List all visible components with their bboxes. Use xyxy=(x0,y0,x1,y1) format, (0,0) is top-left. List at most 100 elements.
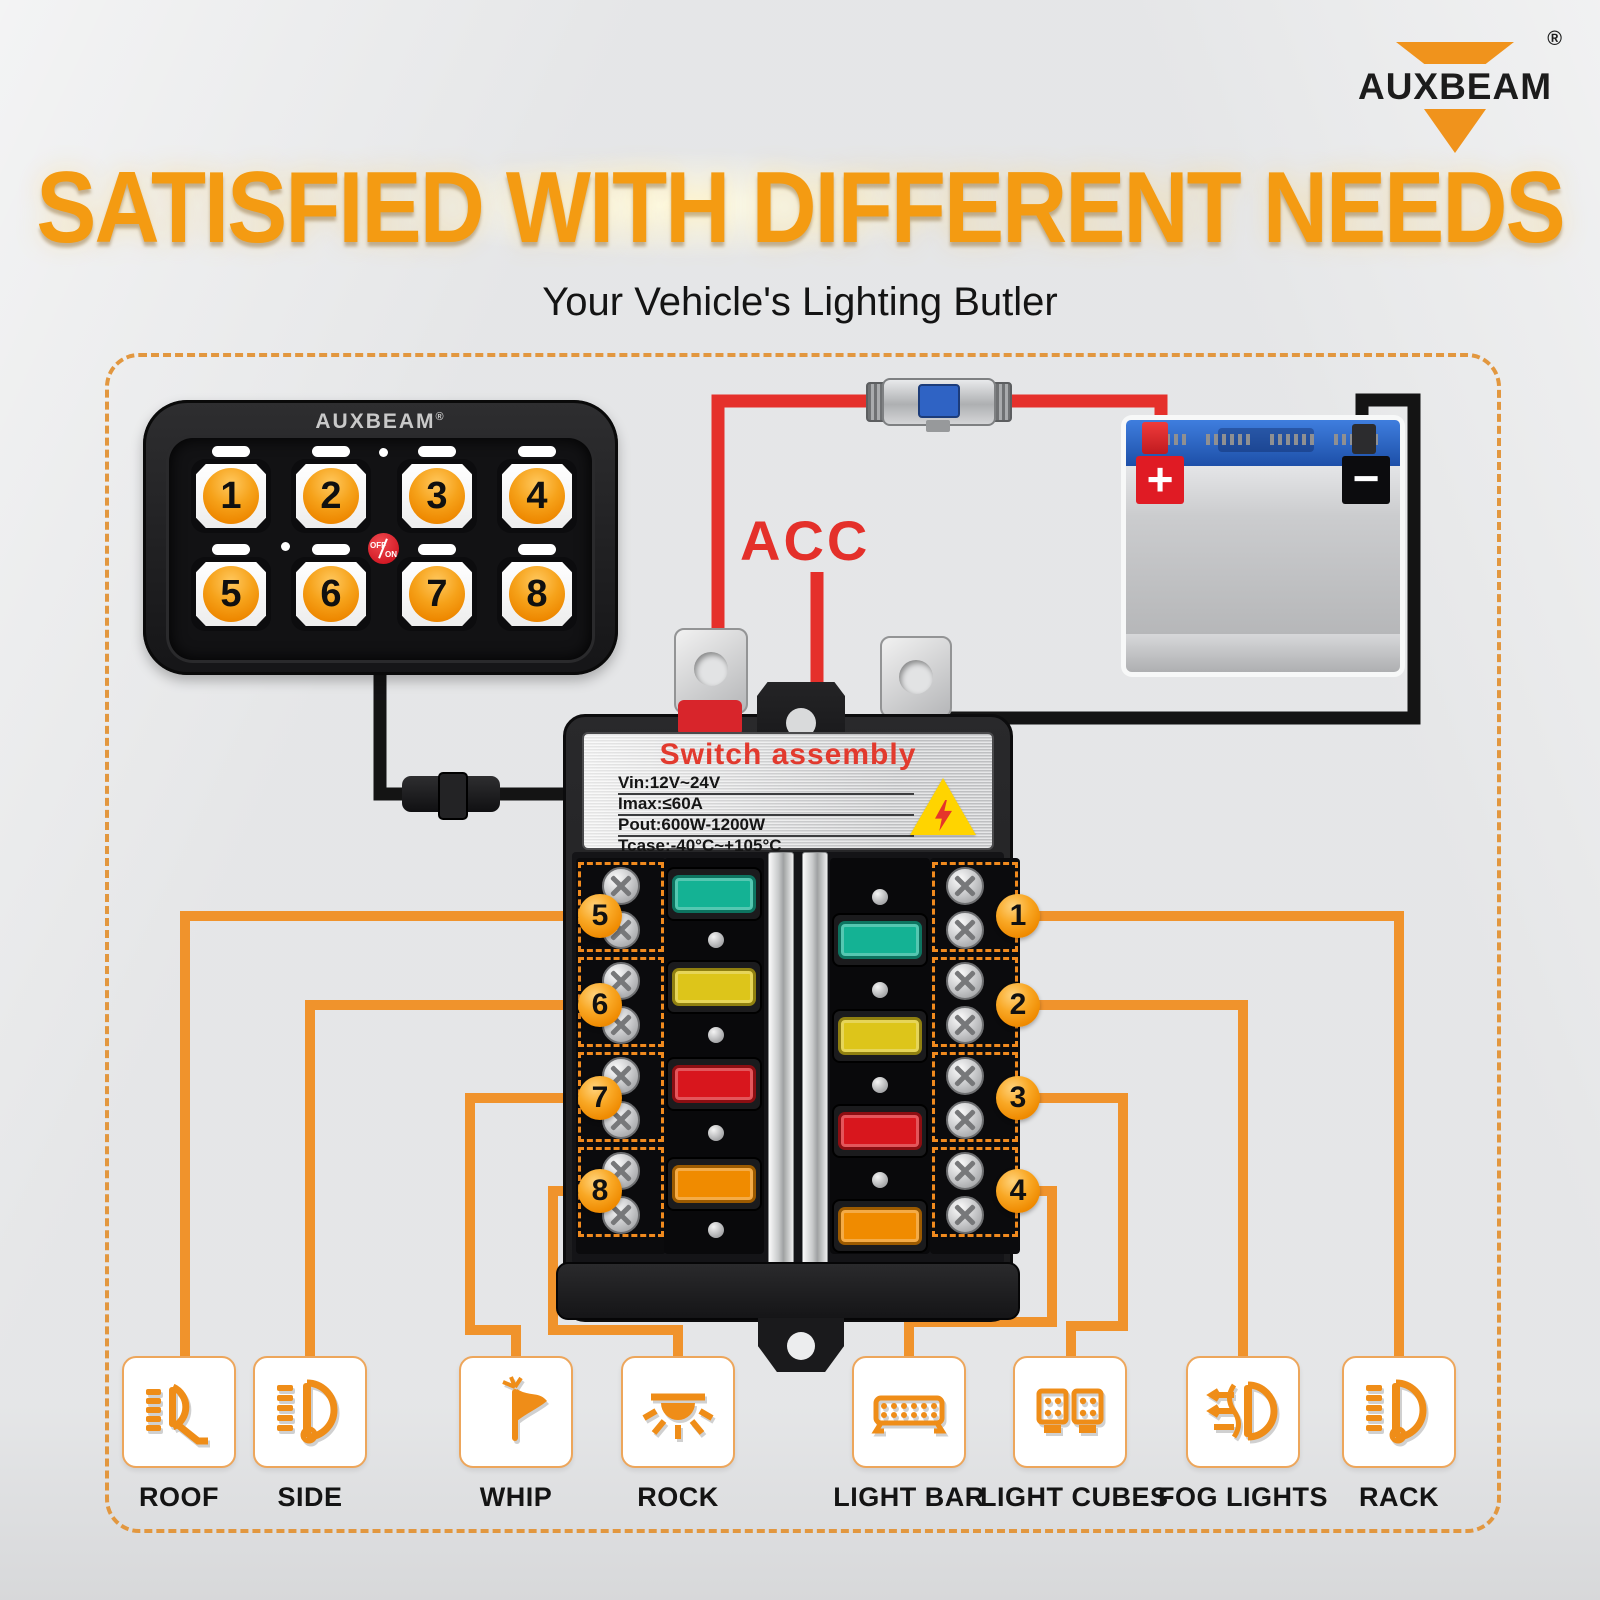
panel-button-face: 3 xyxy=(402,464,472,528)
fuse-yellow xyxy=(672,968,756,1006)
battery-positive-post xyxy=(1142,422,1168,454)
assembly-positive-lug xyxy=(674,628,748,714)
output-box-light-cubes xyxy=(1013,1356,1127,1468)
panel-indicator-2 xyxy=(312,446,350,457)
rivet-dot xyxy=(872,1077,888,1093)
battery-negative-post xyxy=(1352,424,1376,454)
fuse-slot xyxy=(832,913,928,967)
fuse-holder-fuse xyxy=(918,384,960,418)
panel-button-5: 5 xyxy=(191,557,271,631)
wire-channel-1-rack xyxy=(1018,911,1404,1356)
fuse-slot xyxy=(666,1057,762,1111)
assembly-specs: Vin:12V~24V Imax:≤60A Pout:600W-1200W Tc… xyxy=(618,774,914,858)
rivet-dot xyxy=(872,889,888,905)
fuse-yellow xyxy=(838,1017,922,1055)
side-light-icon xyxy=(277,1379,338,1444)
panel-button-face: 5 xyxy=(196,562,266,626)
fuse-slot xyxy=(666,1157,762,1211)
output-label-rack: RACK xyxy=(1359,1482,1439,1512)
screw-terminal xyxy=(946,962,984,1000)
page-title: SATISFIED WITH DIFFERENT NEEDS xyxy=(36,151,1565,265)
panel-button-number: 3 xyxy=(409,468,465,524)
registered-mark: ® xyxy=(1547,28,1562,50)
mounting-tab xyxy=(758,1318,844,1372)
fuse-slot xyxy=(832,1104,928,1158)
wire-channel-3-cubes xyxy=(1018,1093,1128,1356)
spec-vin: Vin:12V~24V xyxy=(618,774,914,795)
panel-brand-text: AUXBEAM xyxy=(315,410,436,433)
light-cubes-icon xyxy=(1036,1388,1104,1433)
fuse-orange xyxy=(672,1165,756,1203)
fuse-green xyxy=(672,875,756,913)
screw-terminal xyxy=(946,867,984,905)
power-off-label: OFF xyxy=(370,541,386,550)
wire-channel-6-side xyxy=(305,1000,600,1356)
screw-terminal xyxy=(946,1152,984,1190)
output-box-roof xyxy=(122,1356,236,1468)
panel-indicator-5 xyxy=(212,544,250,555)
fuse-slot xyxy=(666,960,762,1014)
wire-channel-4-bar xyxy=(904,1186,1057,1356)
screw-terminal xyxy=(946,911,984,949)
wire-channel-7-whip xyxy=(465,1093,600,1356)
panel-button-face: 1 xyxy=(196,464,266,528)
rivet-dot xyxy=(708,1027,724,1043)
fuse-red xyxy=(672,1065,756,1103)
output-label-fog-lights: FOG LIGHTS xyxy=(1158,1482,1328,1512)
wire-channel-5-roof xyxy=(180,911,600,1356)
car-battery: + − xyxy=(1126,420,1400,672)
panel-button-4: 4 xyxy=(497,459,577,533)
rivet-dot xyxy=(872,982,888,998)
fuse-orange xyxy=(838,1207,922,1245)
fuse-slot xyxy=(832,1199,928,1253)
panel-button-face: 2 xyxy=(296,464,366,528)
inline-fuse-holder xyxy=(866,372,1012,432)
output-label-whip: WHIP xyxy=(479,1482,553,1512)
panel-button-number: 4 xyxy=(509,468,565,524)
spec-pout: Pout:600W-1200W xyxy=(618,816,914,837)
output-box-whip xyxy=(459,1356,573,1468)
assembly-label-plate: Switch assembly Vin:12V~24V Imax:≤60A Po… xyxy=(582,732,994,858)
assembly-negative-lug xyxy=(880,636,952,718)
output-label-light-bar: LIGHT BAR xyxy=(833,1482,985,1512)
light-bar-icon xyxy=(871,1395,947,1434)
rock-light-icon xyxy=(642,1393,714,1439)
panel-indicator-7 xyxy=(418,544,456,555)
screw-terminal xyxy=(946,1006,984,1044)
screw-terminal xyxy=(946,1101,984,1139)
output-box-light-bar xyxy=(852,1356,966,1468)
rack-light-icon xyxy=(1366,1379,1427,1444)
power-on-label: ON xyxy=(385,550,397,559)
fuse-slot xyxy=(832,1009,928,1063)
battery-positive-terminal: + xyxy=(1136,456,1184,504)
rivet-dot xyxy=(708,1125,724,1141)
assembly-base xyxy=(556,1262,1020,1320)
panel-brand-registered: ® xyxy=(435,411,446,423)
fuse-red xyxy=(838,1112,922,1150)
terminal-number-7: 7 xyxy=(578,1076,622,1120)
panel-signal-wire xyxy=(373,662,580,801)
panel-button-number: 8 xyxy=(509,566,565,622)
output-label-rock: ROCK xyxy=(637,1482,719,1512)
terminal-number-4: 4 xyxy=(996,1169,1040,1213)
logo-text: AUXBEAM xyxy=(1357,66,1553,107)
panel-button-number: 5 xyxy=(203,566,259,622)
panel-indicator-dot xyxy=(281,542,290,551)
rivet-dot xyxy=(872,1172,888,1188)
panel-indicator-3 xyxy=(418,446,456,457)
panel-button-6: 6 xyxy=(291,557,371,631)
panel-button-face: 8 xyxy=(502,562,572,626)
output-label-side: SIDE xyxy=(277,1482,343,1512)
terminal-number-3: 3 xyxy=(996,1076,1040,1120)
spec-imax: Imax:≤60A xyxy=(618,795,914,816)
panel-button-7: 7 xyxy=(397,557,477,631)
battery-negative-terminal: − xyxy=(1342,455,1390,504)
diagram-dashed-border xyxy=(105,353,1501,1533)
whip-light-icon xyxy=(502,1376,547,1441)
battery-negative-wire xyxy=(940,393,1421,725)
terminal-number-5: 5 xyxy=(578,894,622,938)
output-box-rack xyxy=(1342,1356,1456,1468)
panel-indicator-1 xyxy=(212,446,250,457)
battery-vent xyxy=(1206,434,1254,445)
